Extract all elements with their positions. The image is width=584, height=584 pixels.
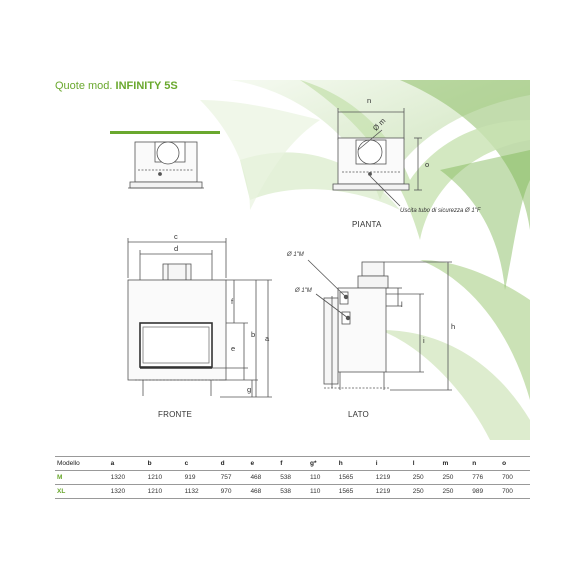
table-cell: 776 xyxy=(472,474,484,481)
pipe-top-label: Ø 1"M xyxy=(287,252,304,258)
header-cell: b xyxy=(147,460,152,467)
dim-f-label: f xyxy=(231,297,234,306)
plan-view-right xyxy=(332,108,422,207)
table-cell: 538 xyxy=(280,474,292,481)
dim-o-label: o xyxy=(425,160,430,169)
plan-caption: PIANTA xyxy=(352,220,382,229)
dim-d-label: d xyxy=(174,244,179,253)
table-cell: 1320 xyxy=(110,488,126,495)
table-cell: 1565 xyxy=(338,474,354,481)
table-row: M 1320 1210 919 757 468 538 110 1565 121… xyxy=(55,471,530,485)
header-cell: f xyxy=(280,460,283,467)
table-row: XL 1320 1210 1132 970 468 538 110 1565 1… xyxy=(55,485,530,499)
plan-view-left xyxy=(128,141,204,189)
table-cell: 970 xyxy=(220,488,232,495)
front-view xyxy=(127,238,272,398)
header-cell: d xyxy=(220,460,225,467)
table-cell: 250 xyxy=(412,474,424,481)
header-cell: g* xyxy=(309,460,317,467)
table-cell: 1210 xyxy=(147,488,163,495)
safety-pipe-note: Uscita tubo di sicurezza Ø 1"F xyxy=(400,208,481,214)
table-cell: 468 xyxy=(250,474,262,481)
table-cell: 468 xyxy=(250,488,262,495)
dim-a-label: a xyxy=(265,334,270,343)
dim-g-label: g xyxy=(247,385,252,394)
table-cell: 1210 xyxy=(147,474,163,481)
dim-e-label: e xyxy=(231,344,236,353)
table-cell: 1219 xyxy=(375,474,391,481)
side-view xyxy=(307,259,452,391)
pipe-mid-label: Ø 1"M xyxy=(295,288,312,294)
title-underline xyxy=(110,131,220,134)
dim-i-label: i xyxy=(423,336,425,345)
table-cell: 757 xyxy=(220,474,232,481)
table-cell: 700 xyxy=(502,474,513,481)
header-cell: a xyxy=(110,460,115,467)
table-cell: 110 xyxy=(309,474,321,481)
header-cell: e xyxy=(250,460,255,467)
model-cell: M xyxy=(57,474,63,481)
header-cell: m xyxy=(442,460,449,467)
header-cell: o xyxy=(502,460,507,467)
dim-c-label: c xyxy=(174,232,178,241)
front-caption: FRONTE xyxy=(158,410,193,419)
table-cell: 538 xyxy=(280,488,292,495)
table-cell: 700 xyxy=(502,488,513,495)
table-cell: 250 xyxy=(442,474,454,481)
table-cell: 1219 xyxy=(375,488,391,495)
header-cell: i xyxy=(375,460,378,467)
table-header-row: Modello a b c d e f g* h i l m n o xyxy=(55,456,530,471)
dim-n-label: n xyxy=(367,96,372,105)
table-cell: 1132 xyxy=(184,488,199,495)
dimensions-table: Modello a b c d e f g* h i l m n o M 132… xyxy=(55,456,530,499)
header-cell: c xyxy=(184,460,189,467)
table-cell: 1320 xyxy=(110,474,126,481)
table-cell: 1565 xyxy=(338,488,354,495)
dim-h-label: h xyxy=(451,322,456,331)
model-cell: XL xyxy=(57,488,66,495)
dim-b-label: b xyxy=(251,330,256,339)
table-cell: 250 xyxy=(412,488,424,495)
table-cell: 250 xyxy=(442,488,454,495)
header-cell: Modello xyxy=(57,460,80,467)
header-cell: n xyxy=(472,460,477,467)
page-title: Quote mod. INFINITY 5S xyxy=(55,80,178,92)
table-cell: 919 xyxy=(184,474,196,481)
dim-l-label: l xyxy=(401,300,403,309)
side-caption: LATO xyxy=(348,410,369,419)
table-cell: 110 xyxy=(309,488,321,495)
header-cell: h xyxy=(338,460,343,467)
table-cell: 989 xyxy=(472,488,484,495)
header-cell: l xyxy=(412,460,415,467)
